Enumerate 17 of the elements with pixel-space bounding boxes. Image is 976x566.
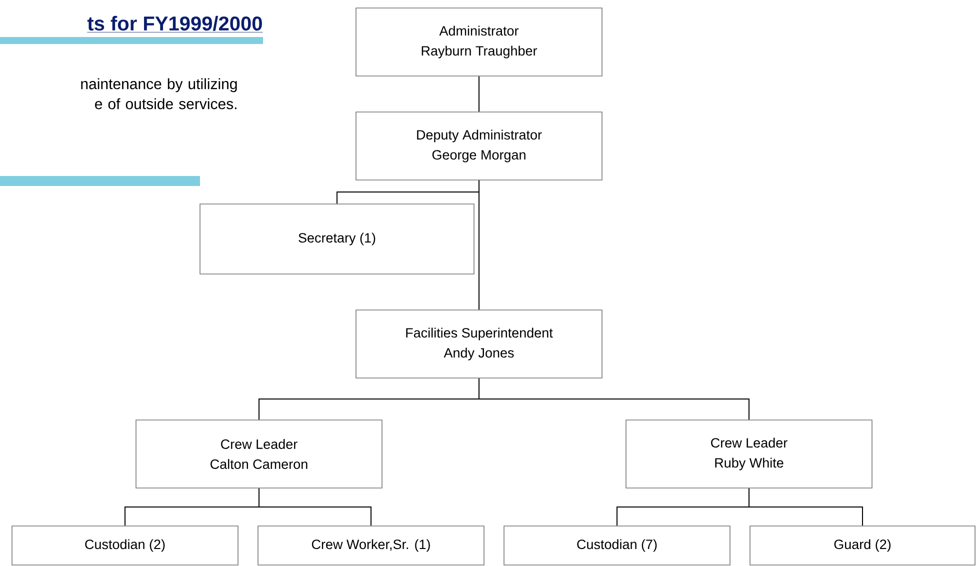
org-box: Facilities Superintendent Andy Jones [356,310,602,378]
connector [258,488,372,526]
org-box: Custodian (7) [504,526,730,566]
org-box: Administrator Rayburn Traughber [356,8,602,76]
connector [478,180,480,310]
org-box: Guard (2) [750,526,976,566]
connector [478,76,480,112]
body-text: naintenance by utilizing e of outside services. [81,78,237,110]
org-box: Crew Leader Calton Cameron [136,420,382,488]
org-box: Custodian (2) [12,526,238,566]
org-box: Crew Worker,Sr. (1) [258,526,484,566]
connector [748,488,863,526]
title: ts for FY1999/2000 [86,16,263,32]
org-box: Crew Leader Ruby White [626,420,872,488]
org-box: Secretary (1) [200,204,474,274]
org-box: Deputy Administrator George Morgan [356,112,602,180]
connector [478,378,750,420]
